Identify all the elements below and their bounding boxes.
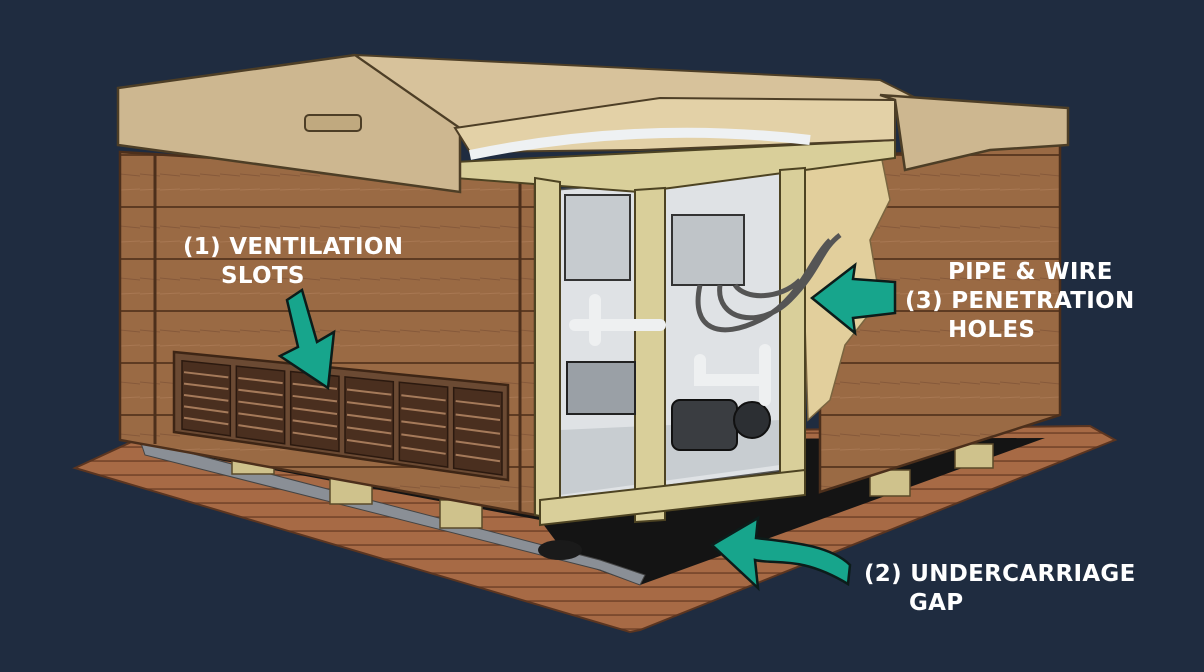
callout-penetration: PIPE & WIRE (3) PENETRATION HOLES xyxy=(905,258,1135,345)
heater-unit xyxy=(564,194,631,281)
spa-shell-lip xyxy=(468,127,811,160)
spa-equipment xyxy=(564,194,842,451)
vent-slot xyxy=(181,359,232,437)
base-skid-rail xyxy=(139,439,646,586)
vent-slot xyxy=(289,370,340,453)
callout-penetration-line3: HOLES xyxy=(948,317,1036,343)
heater-body xyxy=(566,361,636,415)
arrow-penetration xyxy=(809,262,897,336)
callout-ventilation-line1: (1) VENTILATION xyxy=(183,234,404,260)
control-box xyxy=(671,214,745,286)
vent-slot xyxy=(235,365,286,445)
vent-slot xyxy=(398,381,449,469)
callout-penetration-line2: (3) PENETRATION xyxy=(905,288,1135,314)
spa-cover-left xyxy=(116,53,462,194)
cover-handle xyxy=(304,114,362,132)
vent-slot xyxy=(452,386,503,476)
callout-undercarriage: (2) UNDERCARRIAGE GAP xyxy=(864,560,1136,618)
lumber-frame xyxy=(454,138,896,527)
pvc-pipe xyxy=(569,294,771,406)
vent-slot xyxy=(344,376,395,461)
callout-penetration-line1: PIPE & WIRE xyxy=(948,259,1113,285)
pump-housing xyxy=(733,401,771,439)
arrow-ventilation xyxy=(277,288,336,391)
callout-ventilation-line2: SLOTS xyxy=(221,263,305,289)
callout-ventilation: (1) VENTILATION SLOTS xyxy=(183,233,403,291)
callout-undercarriage-line2: GAP xyxy=(909,590,964,616)
callout-undercarriage-line1: (2) UNDERCARRIAGE xyxy=(864,561,1136,587)
arrow-undercarriage xyxy=(709,515,852,592)
vent-grill xyxy=(172,350,510,482)
leveling-foot xyxy=(538,540,582,560)
wires xyxy=(695,233,842,333)
pump-motor xyxy=(671,399,738,451)
